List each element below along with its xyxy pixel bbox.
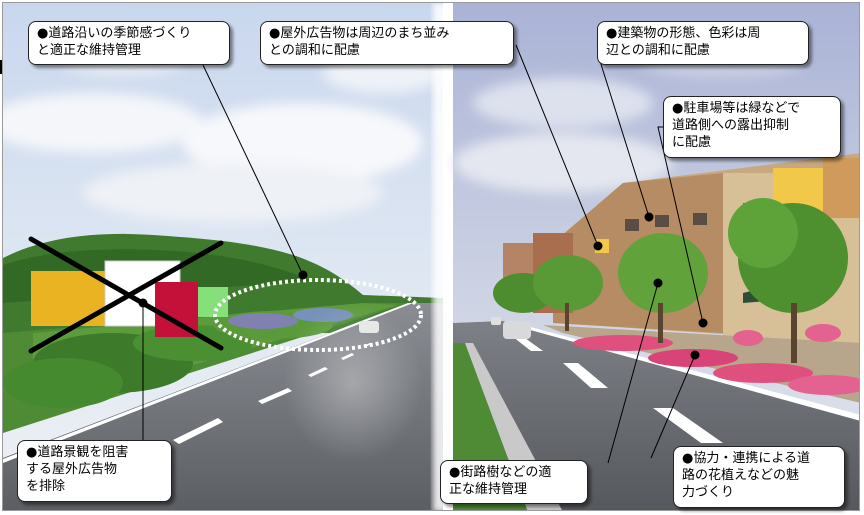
streetscape-illustration: [3, 3, 859, 510]
billboard-green: [198, 287, 228, 317]
panel-divider: [433, 3, 455, 510]
callout-seasonal-maintenance: ●道路沿いの季節感づくり と適正な維持管理: [28, 21, 230, 65]
callout-outdoor-ads-harmony: ●屋外広告物は周辺のまち並み との調和に配慮: [260, 21, 514, 65]
left-roadside-shrubs: [3, 308, 353, 408]
highlight-ellipse: [213, 278, 423, 352]
callout-building-form-color: ●建築物の形態、色彩は周 辺との調和に配慮: [597, 21, 809, 65]
callout-street-tree-maintenance: ●街路樹などの適 正な維持管理: [440, 460, 588, 504]
callout-flower-planting: ●協力・連携による道 路の花植えなどの魅 力づくり: [673, 446, 845, 508]
left-car: [359, 321, 379, 333]
prohibition-cross-icon: [28, 236, 224, 354]
right-street-trees: [493, 198, 848, 363]
callout-remove-obstructive-ads: ●道路景観を阻害 する屋外広告物 を排除: [17, 440, 172, 502]
page-edge-mark: [0, 60, 3, 74]
callout-leader-lines: [138, 44, 708, 464]
callout-parking-screening: ●駐車場等は緑などで 道路側への露出抑制 に配慮: [663, 96, 841, 158]
right-car: [503, 321, 531, 339]
